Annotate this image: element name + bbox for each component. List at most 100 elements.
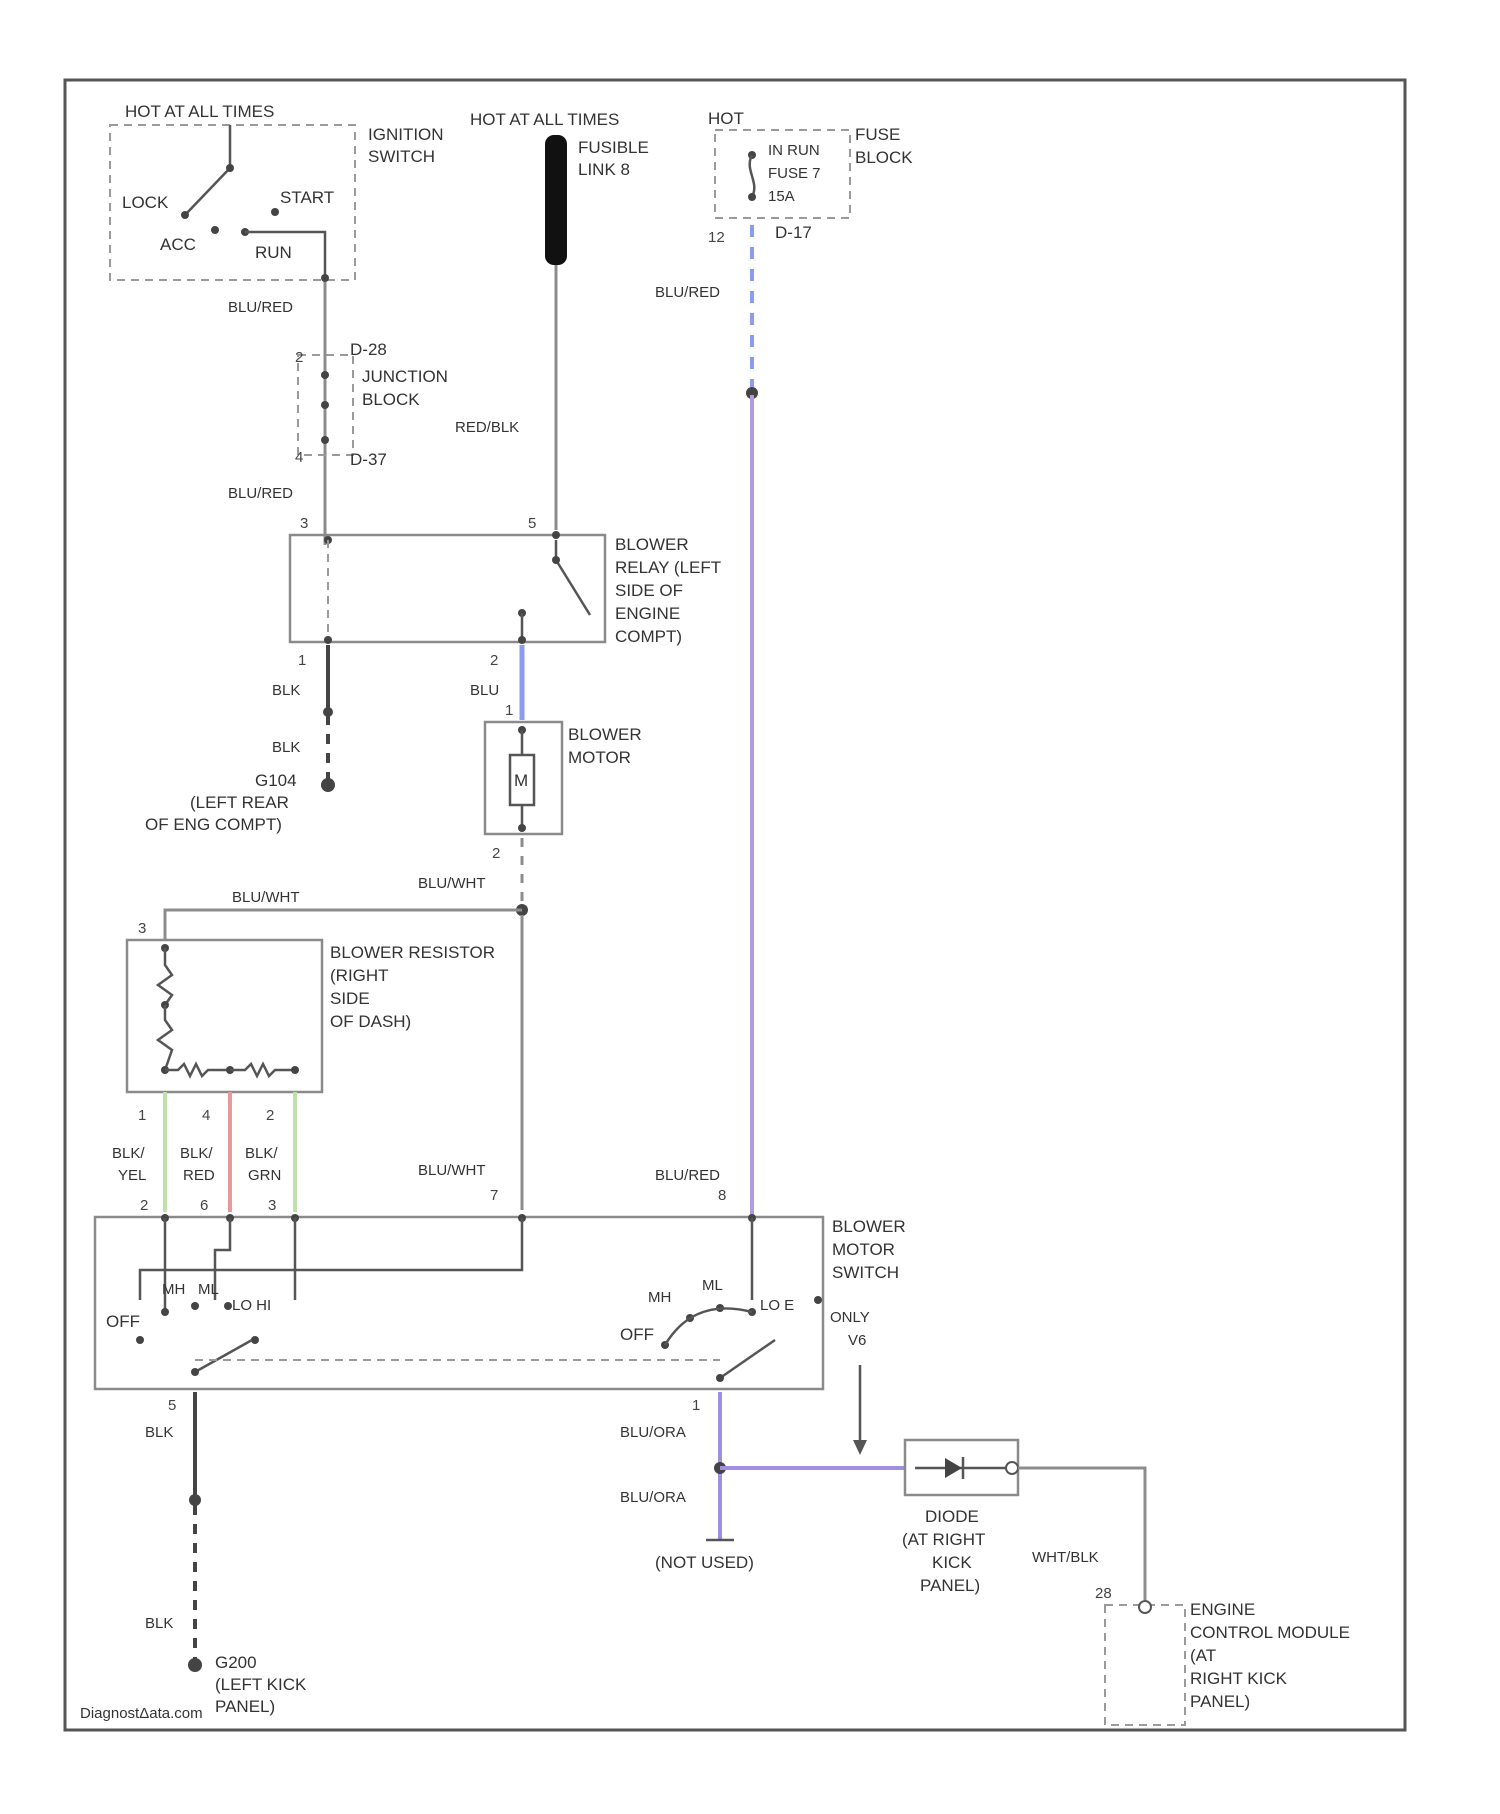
ignition-hot-label: HOT AT ALL TIMES xyxy=(125,102,274,121)
motor-symbol: M xyxy=(514,771,528,790)
wire-label-blured-4: BLU/RED xyxy=(655,1167,720,1184)
switch-contact-bridge xyxy=(665,1308,752,1345)
ecm-name-line1: ENGINE xyxy=(1190,1600,1255,1619)
switch-pivot-right xyxy=(716,1374,724,1382)
ignition-start-contact xyxy=(271,208,279,216)
junction-node xyxy=(321,401,329,409)
relay-pin1 xyxy=(324,636,332,644)
wire-label-blk-1: BLK xyxy=(272,682,300,699)
switch-lo-contact xyxy=(224,1302,232,1310)
wire-label-bluwht-3: BLU/WHT xyxy=(418,1162,486,1179)
switch-ml-label: ML xyxy=(198,1281,219,1298)
fusible-name-line2: LINK 8 xyxy=(578,160,630,179)
blower-motor-switch: 2 6 3 7 8 5 1 BLOWER MOTOR SWITCH OFF MH… xyxy=(95,1187,906,1414)
wire-label-blk-2: BLK xyxy=(272,739,300,756)
relay-name-line1: BLOWER xyxy=(615,535,689,554)
engine-control-module: 28 ENGINE CONTROL MODULE (AT RIGHT KICK … xyxy=(1095,1585,1350,1725)
ignition-pivot xyxy=(226,164,234,172)
diode-terminal xyxy=(1006,1462,1018,1474)
not-used-label: (NOT USED) xyxy=(655,1553,754,1572)
wire-label-blured-1: BLU/RED xyxy=(228,299,293,316)
resistor-pin4-label: 4 xyxy=(202,1107,210,1124)
ecm-name-line2: CONTROL MODULE xyxy=(1190,1623,1350,1642)
motor-name-line1: BLOWER xyxy=(568,725,642,744)
motor-bottom-terminal xyxy=(518,824,526,832)
switch-pin1-label: 1 xyxy=(692,1397,700,1414)
fuse-line3: 15A xyxy=(768,188,795,205)
relay-contact-pivot xyxy=(552,556,560,564)
switch-mh-label: MH xyxy=(162,1281,185,1298)
junction-pin-top xyxy=(321,371,329,379)
wire-label-blkred-2: RED xyxy=(183,1167,215,1184)
switch-pin7-label: 7 xyxy=(490,1187,498,1204)
relay-pin2-label: 2 xyxy=(490,652,498,669)
diode-note-line1: ONLY xyxy=(830,1309,870,1326)
relay-pin5-label: 5 xyxy=(528,515,536,532)
resistor-name-line2: (RIGHT xyxy=(330,966,389,985)
blower-relay: 3 5 1 2 BLOWER RELAY (LEFT SIDE OF ENGIN… xyxy=(290,515,721,669)
diode-name-line2: (AT RIGHT xyxy=(902,1530,985,1549)
ground-g104-line2: (LEFT REAR xyxy=(190,793,289,812)
ground-g200-line2: (LEFT KICK xyxy=(215,1675,307,1694)
wire-label-blkgrn-1: BLK/ xyxy=(245,1145,278,1162)
relay-name-line5: COMPT) xyxy=(615,627,682,646)
ignition-output-pin xyxy=(321,274,329,282)
ignition-switch: HOT AT ALL TIMES IGNITION SWITCH LOCK AC… xyxy=(110,102,444,282)
ground-g104-line3: OF ENG COMPT) xyxy=(145,815,282,834)
diode-name-line4: PANEL) xyxy=(920,1576,980,1595)
wire-label-blkgrn-2: GRN xyxy=(248,1167,281,1184)
resistor-element-4 xyxy=(230,1064,295,1076)
ground-g200 xyxy=(188,1658,202,1672)
junction-name-line2: BLOCK xyxy=(362,390,420,409)
ground-g104 xyxy=(321,778,335,792)
fuse-bottom-contact xyxy=(748,193,756,201)
resistor-name-line3: SIDE xyxy=(330,989,370,1008)
motor-pin-bottom-label: 2 xyxy=(492,845,500,862)
wire-label-blkred-1: BLK/ xyxy=(180,1145,213,1162)
switch-off-right: OFF xyxy=(620,1325,654,1344)
switch-name-line2: MOTOR xyxy=(832,1240,895,1259)
motor-pin-top-label: 1 xyxy=(505,702,513,719)
wire-label-bluora-2: BLU/ORA xyxy=(620,1489,686,1506)
ecm-name-line3: (AT xyxy=(1190,1646,1216,1665)
wire-label-bluwht-2: BLU/WHT xyxy=(232,889,300,906)
diode: DIODE (AT RIGHT KICK PANEL) xyxy=(902,1440,1018,1595)
fuse-hot-label: HOT xyxy=(708,109,744,128)
relay-pin5 xyxy=(552,531,560,539)
resistor-name-line1: BLOWER RESISTOR xyxy=(330,943,495,962)
ground-g104-name: G104 xyxy=(255,771,297,790)
wire-label-blured-2: BLU/RED xyxy=(228,485,293,502)
fuse-block-name-line2: BLOCK xyxy=(855,148,913,167)
switch-lo-hi-label: LO HI xyxy=(232,1297,271,1314)
relay-pin2 xyxy=(518,636,526,644)
motor-name-line2: MOTOR xyxy=(568,748,631,767)
fusible-name-line1: FUSIBLE xyxy=(578,138,649,157)
switch-arm-right xyxy=(720,1340,775,1378)
ignition-lock-label: LOCK xyxy=(122,193,169,212)
switch-pin6-label: 6 xyxy=(200,1197,208,1214)
switch-ml2-label: ML xyxy=(702,1277,723,1294)
switch-hi-contact xyxy=(251,1336,259,1344)
switch-lo-e-label: LO E xyxy=(760,1297,794,1314)
ignition-name-line1: IGNITION xyxy=(368,125,444,144)
junction-connector-top: D-28 xyxy=(350,340,387,359)
fusible-link: HOT AT ALL TIMES FUSIBLE LINK 8 xyxy=(470,110,649,265)
whtblk-wire xyxy=(1018,1468,1145,1600)
fuse-block-name-line1: FUSE xyxy=(855,125,900,144)
blower-resistor: 3 BLOWER RESISTOR (RIGHT SIDE OF DASH) 1… xyxy=(127,920,495,1124)
fuse-line1: IN RUN xyxy=(768,142,820,159)
wire-label-whtblk: WHT/BLK xyxy=(1032,1549,1099,1566)
switch-pin2-label: 2 xyxy=(140,1197,148,1214)
blk-switch-splice xyxy=(189,1494,201,1506)
relay-name-line4: ENGINE xyxy=(615,604,680,623)
bluwht-resistor-feed-wire xyxy=(165,910,522,940)
fuse-connector-label: D-17 xyxy=(775,223,812,242)
ignition-lock-contact xyxy=(181,211,189,219)
relay-pin3-label: 3 xyxy=(300,515,308,532)
ecm-name-line5: PANEL) xyxy=(1190,1692,1250,1711)
wire-label-blkyel-1: BLK/ xyxy=(112,1145,145,1162)
fusible-link-body xyxy=(545,135,567,265)
ecm-terminal xyxy=(1139,1601,1151,1613)
diode-note-line2: V6 xyxy=(848,1332,866,1349)
